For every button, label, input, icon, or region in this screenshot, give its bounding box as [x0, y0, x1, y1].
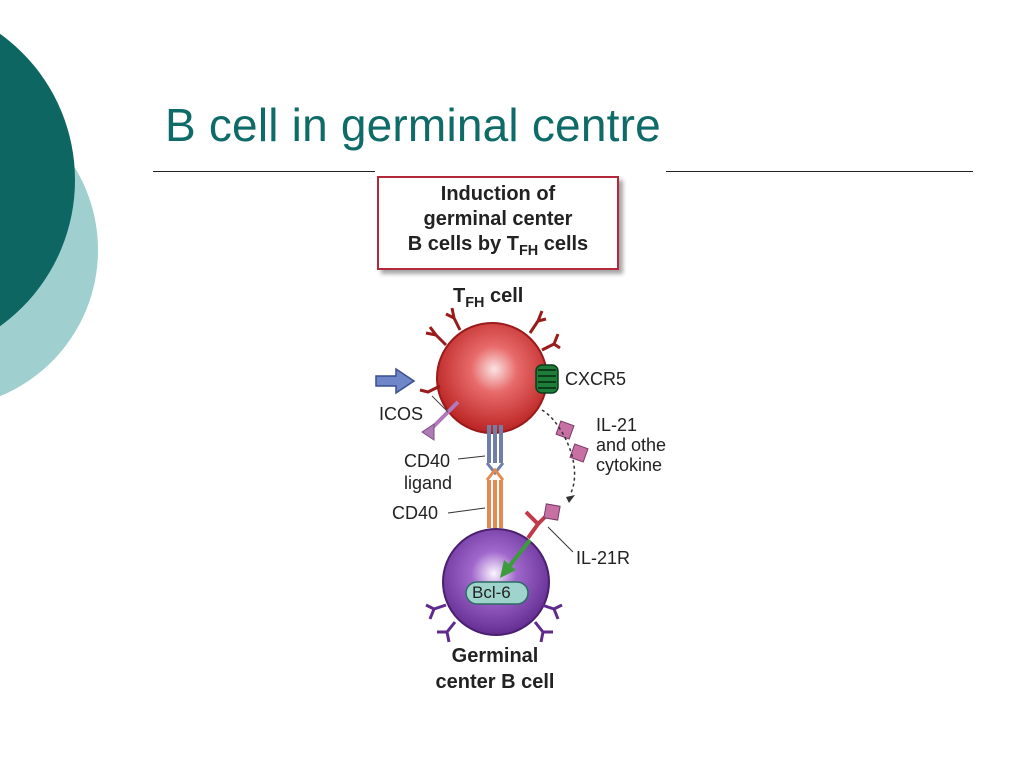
cytokine-icon	[541, 409, 589, 521]
title-underline-left	[153, 171, 375, 172]
decorative-circles	[0, 33, 98, 397]
dark-teal-circle	[0, 33, 75, 327]
cd40-receptor-icon	[485, 467, 505, 528]
bcl6-badge	[465, 581, 529, 605]
cd40-ligand-icon	[485, 425, 505, 476]
box-line-1: Induction of	[440, 182, 556, 205]
cxcr5-label: CXCR5	[565, 369, 627, 389]
b-cell-icon	[425, 528, 563, 643]
right-arrow-icon	[375, 367, 416, 395]
icos-receptor-icon	[421, 395, 460, 441]
slide-title: B cell in germinal centre	[165, 99, 661, 151]
il21r-leader	[547, 526, 574, 553]
tfh-cell-label: TFH cell	[453, 285, 524, 312]
box-line-3: B cells by TFH cells	[407, 232, 589, 260]
cd40-ligand-label: CD40 ligand	[404, 451, 453, 493]
icos-label: ICOS	[379, 404, 424, 424]
figure-title-box: Induction of germinal center B cells by …	[377, 176, 619, 270]
cxcr5-receptor-icon	[535, 364, 559, 394]
germinal-center-b-cell-label: Germinal center B cell	[435, 645, 555, 693]
cd40l-leader	[457, 455, 486, 460]
cd40-leader	[447, 507, 486, 514]
box-line-2: germinal center	[423, 207, 573, 230]
il21r-label: IL-21R	[576, 548, 631, 568]
bcl6-label: Bcl-6	[472, 583, 511, 602]
cd40-label: CD40	[392, 503, 439, 523]
tfh-cell-icon	[419, 307, 561, 434]
il21-label: IL-21 and othe cytokine	[596, 415, 666, 475]
title-underline-right	[666, 171, 973, 172]
